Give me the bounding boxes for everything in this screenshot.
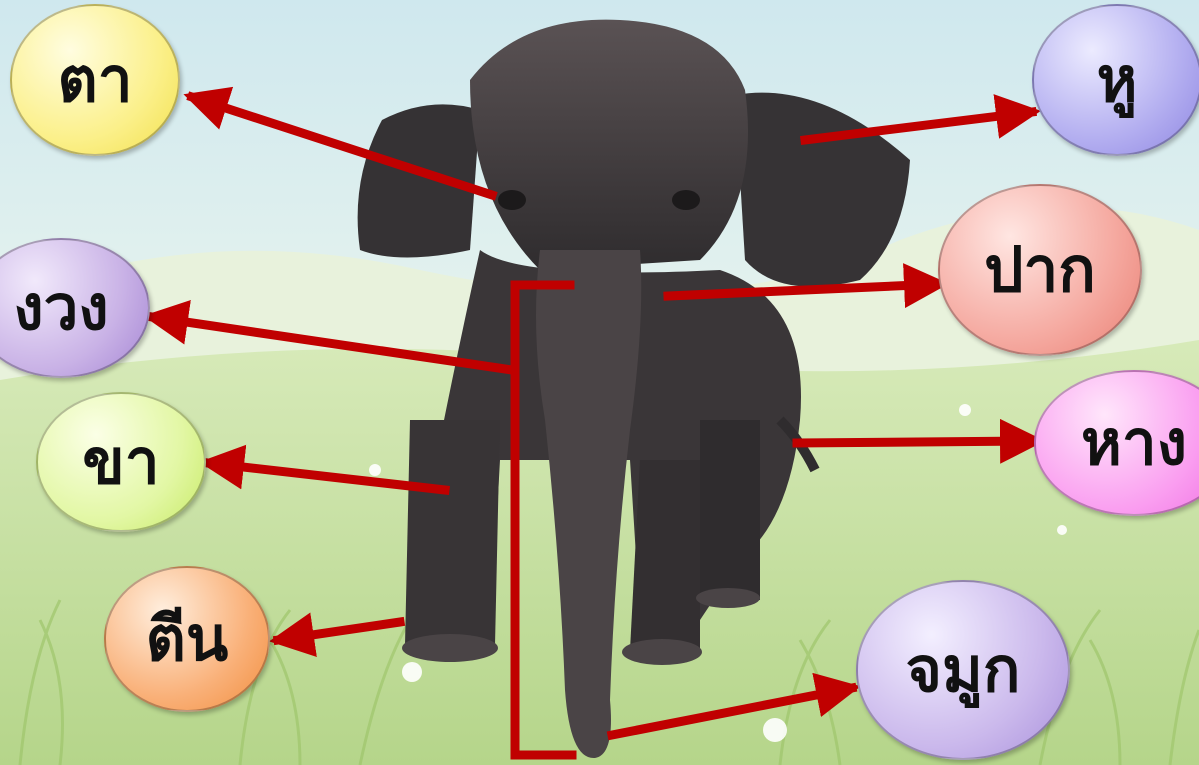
label-ear-text: หู [1096, 43, 1138, 116]
label-bubble-tail: หาง [1034, 370, 1199, 516]
elephant-head [470, 19, 748, 271]
label-tusk-text: งวง [13, 271, 109, 344]
arrow-ear [799, 94, 1041, 146]
label-bubble-tusk: งวง [0, 238, 150, 378]
elephant-back-leg [700, 420, 760, 600]
arrow-tail [792, 418, 1045, 464]
elephant-left-foot [402, 634, 498, 662]
label-bubble-leg: ขา [36, 392, 206, 532]
elephant-illustration [357, 19, 910, 759]
arrow-trunk [606, 672, 861, 741]
label-bubble-mouth: ปาก [938, 184, 1142, 356]
elephant-right-leg [630, 460, 700, 650]
label-leg-text: ขา [82, 425, 160, 498]
pointer-arrows [143, 86, 1045, 760]
trunk-bracket [510, 280, 577, 760]
label-tail-text: หาง [1081, 406, 1187, 479]
arrow-foot [269, 612, 406, 658]
label-trunk-text: จมูก [905, 633, 1021, 706]
label-mouth-text: ปาก [984, 233, 1096, 306]
arrow-leg [199, 444, 450, 495]
arrow-mouth [663, 263, 949, 309]
elephant-right-foot [622, 639, 702, 665]
label-bubble-foot: ตีน [104, 566, 270, 712]
elephant-trunk [536, 250, 642, 759]
label-bubble-eye: ตา [10, 4, 180, 156]
label-bubble-ear: หู [1032, 4, 1199, 156]
elephant-right-eye [672, 190, 700, 210]
elephant-back-foot [696, 588, 760, 608]
label-foot-text: ตีน [145, 602, 229, 675]
elephant-left-leg [405, 420, 500, 645]
elephant-right-ear [735, 92, 910, 287]
arrow-eye [183, 86, 498, 201]
elephant-left-eye [498, 190, 526, 210]
label-bubble-trunk: จมูก [856, 580, 1070, 760]
arrow-tusk [143, 299, 518, 376]
label-eye-text: ตา [57, 43, 133, 116]
elephant-left-ear [357, 104, 480, 258]
